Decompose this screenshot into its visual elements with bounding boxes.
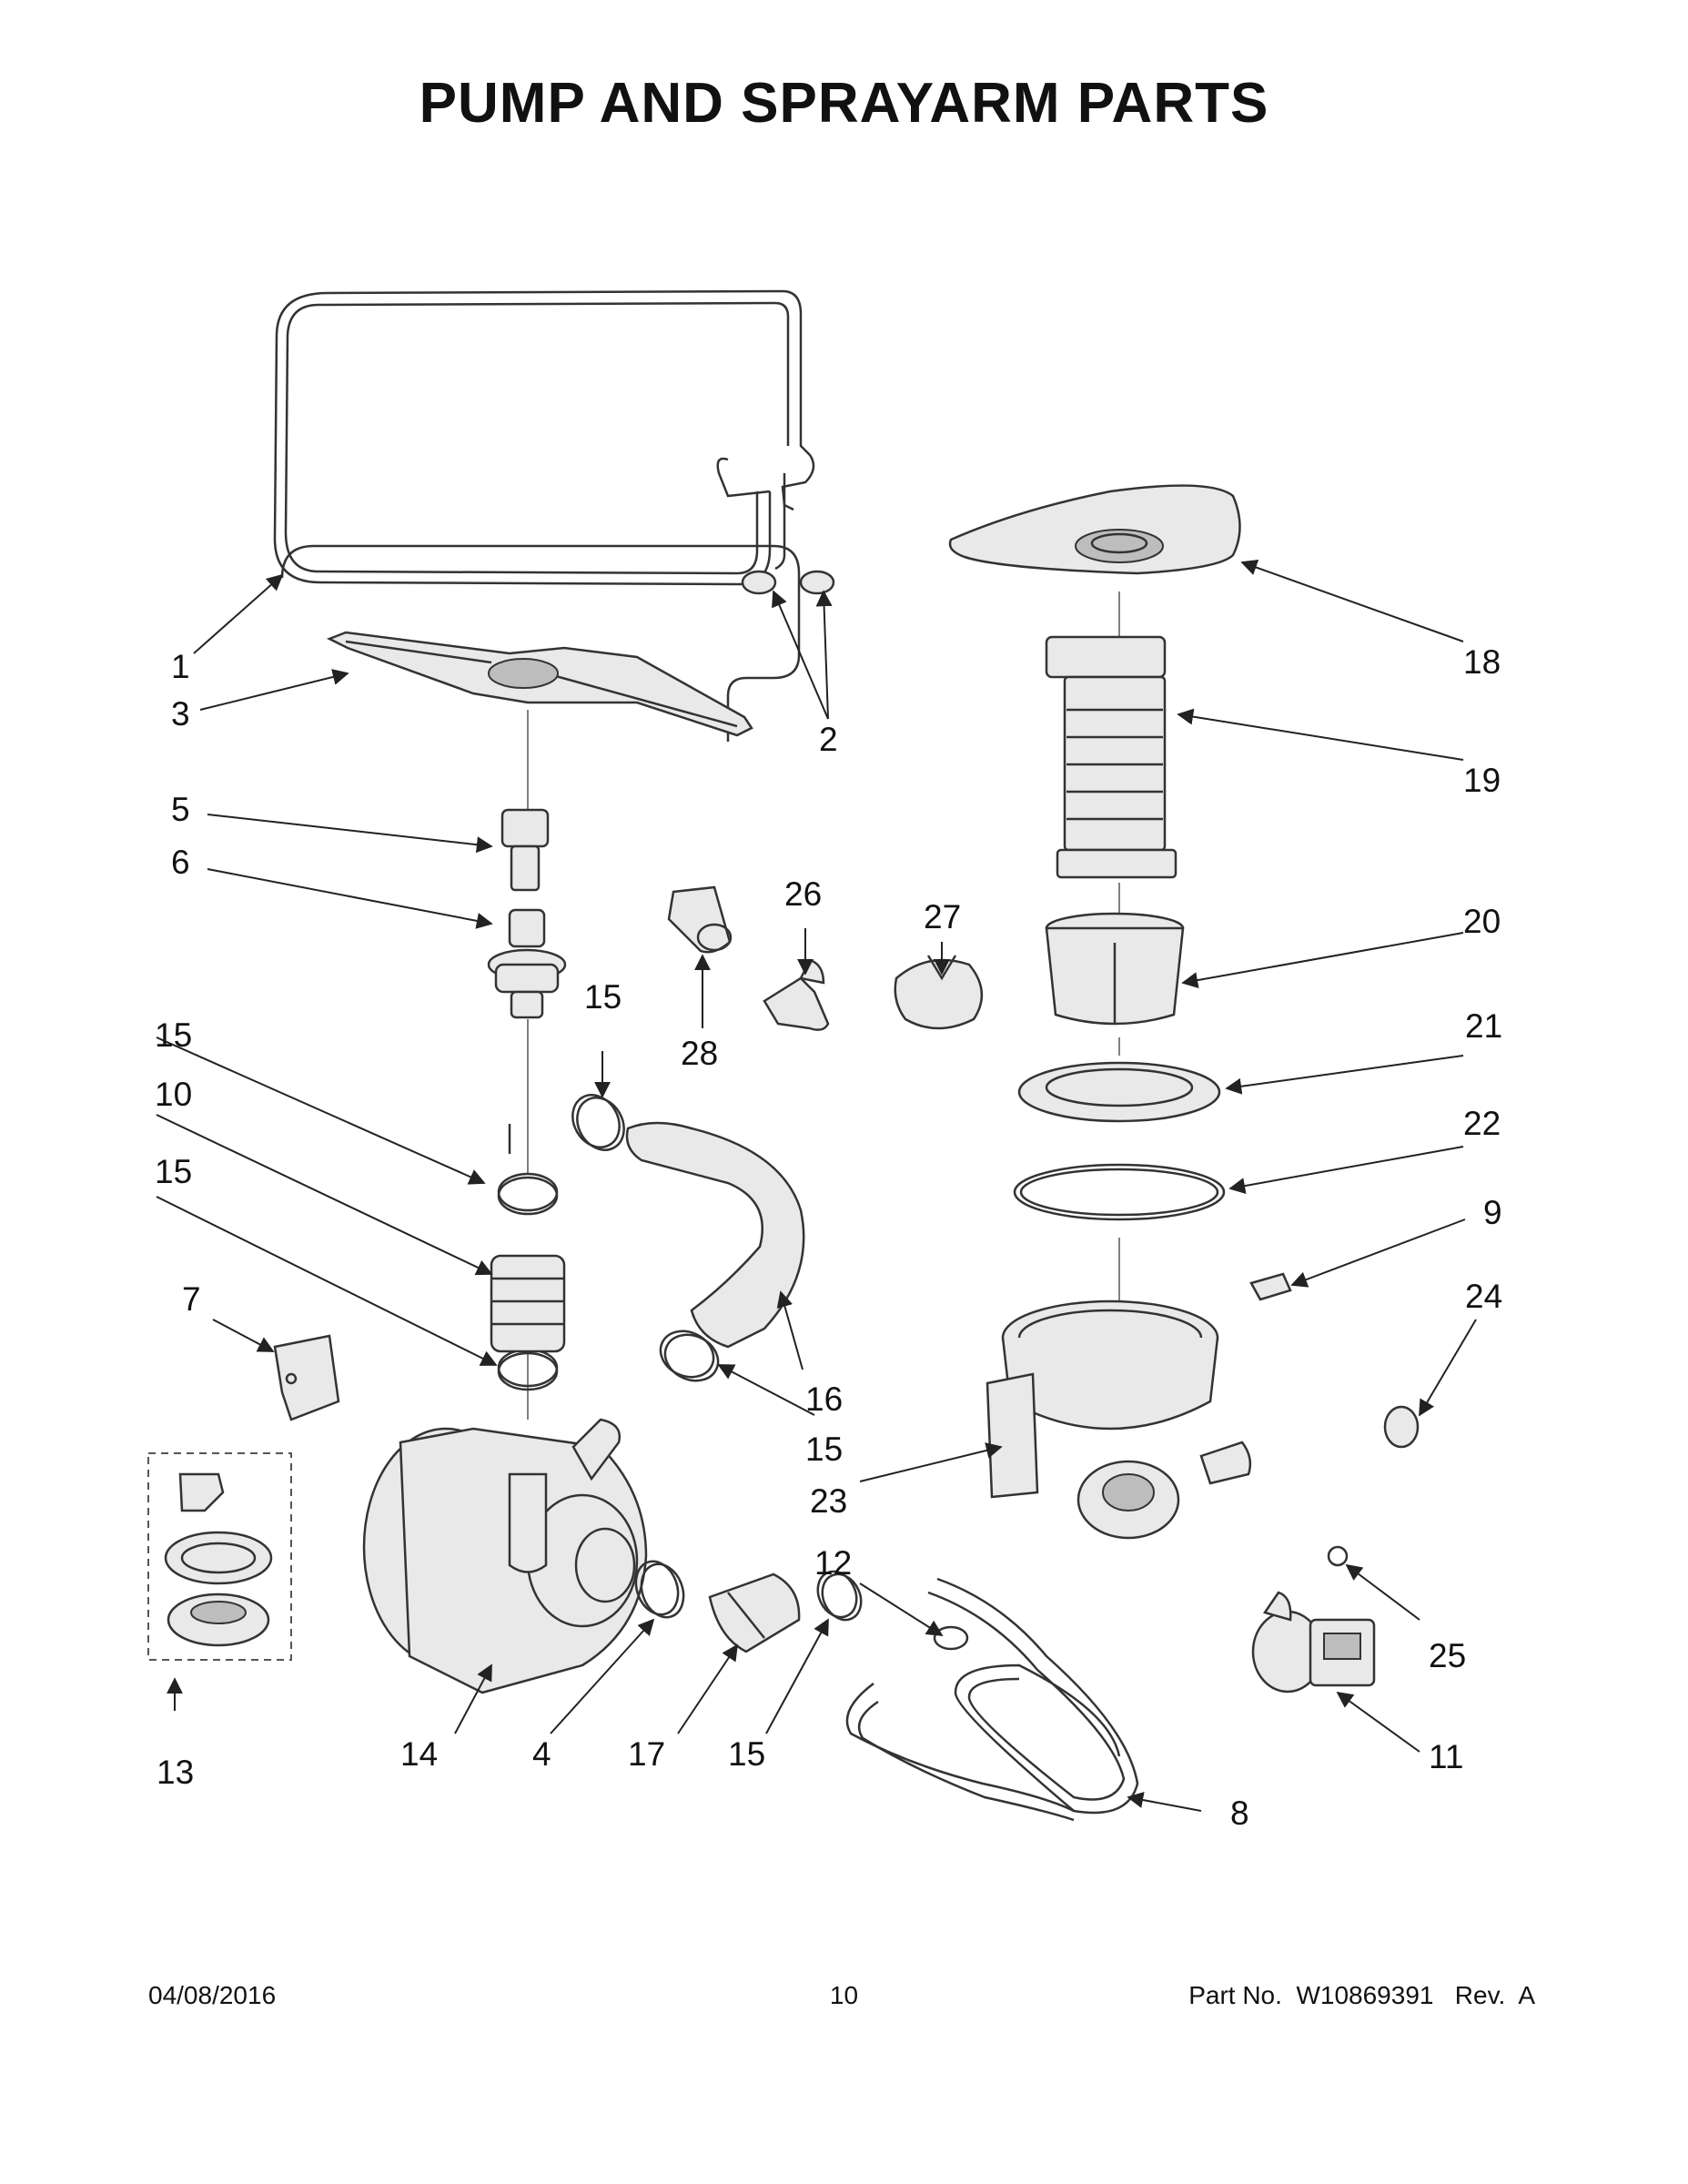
- callout-15-a: 15: [155, 1016, 192, 1054]
- callout-26: 26: [784, 875, 822, 913]
- callout-3: 3: [171, 695, 190, 733]
- leader-arrows: [156, 559, 1477, 1812]
- footer-page-number: 10: [829, 1981, 859, 2009]
- part-19-filter-cylinder: [1045, 635, 1178, 879]
- callout-5: 5: [171, 791, 190, 828]
- callout-12: 12: [814, 1544, 852, 1582]
- part-4-clamp: [634, 1560, 685, 1619]
- callout-18: 18: [1463, 643, 1501, 681]
- callout-23: 23: [810, 1482, 847, 1520]
- part-16-hose: [625, 1121, 805, 1349]
- part-25-clip: [1327, 1545, 1349, 1567]
- callout-19: 19: [1463, 762, 1501, 799]
- callout-15-b: 15: [155, 1153, 192, 1190]
- page-title: PUMP AND SPRAYARM PARTS: [419, 72, 1269, 135]
- footer-date: 04/08/2016: [148, 1981, 277, 2009]
- callout-6: 6: [171, 844, 190, 881]
- part-28-coupling: [667, 885, 733, 954]
- callout-14: 14: [400, 1735, 438, 1773]
- part-10-coupler: [490, 1254, 566, 1353]
- callout-labels: 1 2 3 4 5 6 7 8 9 10 11 12 13 14 15 15 1…: [155, 643, 1502, 1832]
- callout-16: 16: [805, 1380, 843, 1418]
- callout-4: 4: [532, 1735, 551, 1773]
- part-7-bracket: [273, 1334, 340, 1421]
- part-13-bracket-kit: [147, 1452, 292, 1661]
- callout-24: 24: [1465, 1278, 1502, 1315]
- callout-28: 28: [681, 1035, 718, 1072]
- part-3-lower-spray-arm: [326, 631, 753, 737]
- callout-8: 8: [1230, 1795, 1249, 1832]
- part-26-fitting: [763, 958, 830, 1031]
- callout-17: 17: [628, 1735, 665, 1773]
- callout-7: 7: [182, 1280, 201, 1318]
- part-2-caps: [741, 570, 835, 595]
- part-17-connector: [708, 1572, 801, 1653]
- part-15-clamp-lower: [816, 1570, 863, 1622]
- part-24-cap: [1383, 1405, 1420, 1449]
- callout-13: 13: [157, 1754, 194, 1791]
- callout-20: 20: [1463, 903, 1501, 940]
- part-21-retaining-ring: [1017, 1061, 1221, 1123]
- part-27-valve: [894, 955, 984, 1030]
- footer-part-number: Part No. W10869391 Rev. A: [1188, 1981, 1535, 2009]
- part-5-spray-arm-hub: [500, 808, 550, 892]
- part-9-clip: [1249, 1272, 1292, 1301]
- part-11-drain-pump: [1251, 1591, 1376, 1694]
- callout-10: 10: [155, 1076, 192, 1113]
- part-23-sump-housing: [986, 1299, 1252, 1540]
- callout-21: 21: [1465, 1007, 1502, 1045]
- part-1-spray-tube: [273, 289, 815, 1154]
- part-15-clamp-top: [497, 1172, 559, 1216]
- part-20-coarse-filter: [1045, 912, 1185, 1026]
- part-22-o-ring: [1013, 1163, 1226, 1221]
- part-15-clamp-hose-top: [571, 1094, 625, 1151]
- callout-15-d: 15: [805, 1431, 843, 1468]
- part-15-clamp-hose-bottom: [659, 1330, 720, 1382]
- part-6-manifold-coupler: [487, 908, 567, 1019]
- part-14-pump-motor: [362, 1418, 648, 1694]
- callout-9: 9: [1483, 1194, 1502, 1231]
- callout-1: 1: [171, 648, 190, 685]
- callout-15-e: 15: [728, 1735, 765, 1773]
- part-12-hose-clamp: [933, 1625, 969, 1651]
- callout-2: 2: [819, 721, 838, 758]
- part-8-drain-hose: [845, 1577, 1139, 1822]
- callout-11: 11: [1429, 1738, 1463, 1775]
- callout-27: 27: [924, 898, 961, 935]
- callout-15-c: 15: [584, 978, 622, 1016]
- callout-25: 25: [1429, 1637, 1466, 1674]
- part-18-filter-plate: [948, 484, 1241, 575]
- callout-22: 22: [1463, 1105, 1501, 1142]
